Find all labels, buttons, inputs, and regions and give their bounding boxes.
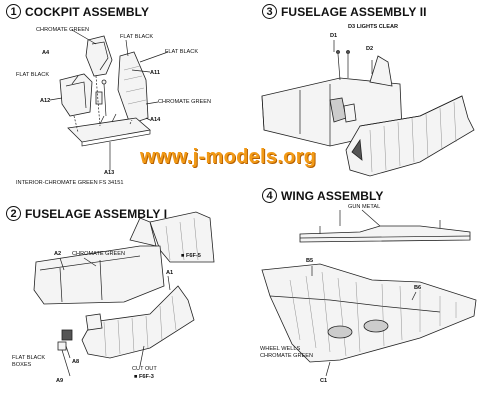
part-number: A9 xyxy=(56,378,64,384)
cockpit-drawing xyxy=(49,29,169,170)
step-1-title: COCKPIT ASSEMBLY xyxy=(25,4,150,19)
step-4-title: WING ASSEMBLY xyxy=(281,188,384,203)
label-flat-black: FLAT BLACK xyxy=(120,34,154,40)
part-number: A11 xyxy=(150,70,160,76)
variant-label-f6f3: ■ F6F-3 xyxy=(134,374,154,380)
label-wheel-wells: WHEEL WELLS xyxy=(260,346,301,352)
label-cut-out: CUT OUT xyxy=(132,366,157,372)
step-1-header: 1 COCKPIT ASSEMBLY xyxy=(6,4,149,19)
step-3-title: FUSELAGE ASSEMBLY II xyxy=(281,4,427,19)
label-chromate-green: CHROMATE GREEN xyxy=(36,27,90,33)
part-number: A4 xyxy=(42,50,50,56)
wing-drawing xyxy=(261,209,477,377)
label-chromate-green: CHROMATE GREEN xyxy=(158,99,212,105)
variant-text: F6F-5 xyxy=(185,253,201,259)
part-number: A12 xyxy=(40,98,51,104)
step-3-header: 3 FUSELAGE ASSEMBLY II xyxy=(262,4,427,19)
part-number: D1 xyxy=(330,33,338,39)
watermark-url: www.j-models.org xyxy=(140,146,317,168)
part-number: A14 xyxy=(150,117,161,123)
step-4-header: 4 WING ASSEMBLY xyxy=(262,188,383,203)
variant-label-f6f5: ■ F6F-5 xyxy=(181,253,201,259)
part-number: A2 xyxy=(54,251,62,257)
lights-clear-label: D3 LIGHTS CLEAR xyxy=(348,24,399,30)
fuselage-ii-drawing xyxy=(261,40,475,177)
label-flat-black: FLAT BLACK xyxy=(12,355,46,361)
label-chromate-green: CHROMATE GREEN xyxy=(72,251,126,257)
step-3-number: 3 xyxy=(262,4,277,19)
fuselage-i-drawing xyxy=(33,211,215,377)
step-4-number: 4 xyxy=(262,188,277,203)
part-number: A8 xyxy=(72,359,80,365)
label-chromate-green: CHROMATE GREEN xyxy=(260,353,314,359)
step-2-title: FUSELAGE ASSEMBLY I xyxy=(25,206,168,221)
part-number: B5 xyxy=(306,258,314,264)
part-number: A1 xyxy=(166,270,174,276)
label-flat-black: FLAT BLACK xyxy=(16,72,50,78)
variant-text: F6F-3 xyxy=(138,374,154,380)
label-gun-metal: GUN METAL xyxy=(348,204,381,210)
step-1-number: 1 xyxy=(6,4,21,19)
step-2-number: 2 xyxy=(6,206,21,221)
part-number: B6 xyxy=(414,285,422,291)
step-2-header: 2 FUSELAGE ASSEMBLY I xyxy=(6,206,167,221)
part-number: D2 xyxy=(366,46,374,52)
interior-color-note: INTERIOR-CHROMATE GREEN FS 34151 xyxy=(16,180,124,186)
part-number: C1 xyxy=(320,378,328,384)
part-number: A13 xyxy=(104,170,115,176)
label-boxes: BOXES xyxy=(12,362,32,368)
label-flat-black: FLAT BLACK xyxy=(165,49,199,55)
